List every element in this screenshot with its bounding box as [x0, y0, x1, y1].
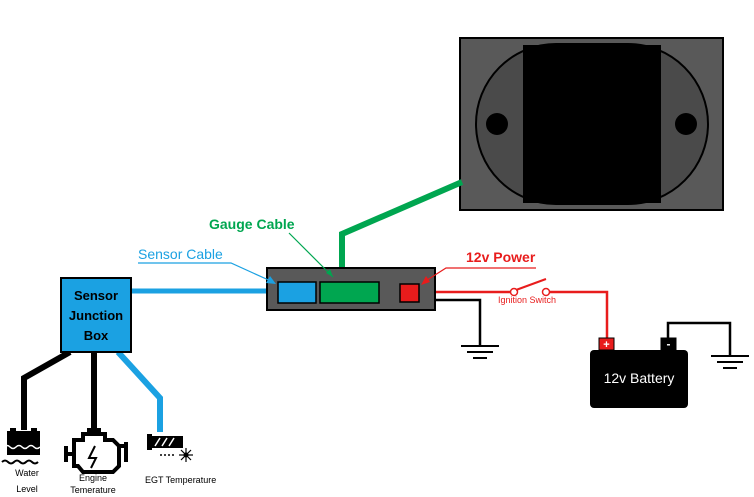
ground-symbol-icon [711, 355, 749, 369]
ground-symbol-icon [461, 345, 499, 359]
egt-label: EGT Temperature [145, 475, 216, 485]
engine-label-line1: Engine [79, 473, 107, 483]
hub-box [266, 267, 436, 311]
sensor-cable-callout [138, 262, 274, 283]
svg-text:Box: Box [84, 328, 109, 343]
sensor-junction-box: Sensor Junction Box [60, 277, 132, 353]
egt-sensor-wire [115, 349, 163, 432]
battery-label: 12v Battery [604, 370, 675, 386]
gauge-cable-wire [339, 179, 464, 282]
battery-plus-terminal [598, 337, 615, 351]
battery: + - 12v Battery [590, 337, 688, 408]
power-label: 12v Power [466, 249, 536, 265]
sensor-port [277, 281, 317, 304]
gauge-cable-label: Gauge Cable [209, 216, 295, 232]
water-label-line1: Water [15, 468, 39, 478]
battery-minus-terminal [660, 337, 677, 351]
engine-label-line2: Temerature [70, 485, 116, 495]
gauge-display [459, 37, 724, 211]
power-callout [423, 267, 536, 283]
hub-ground-wire [420, 298, 482, 346]
water-level-icon [1, 428, 41, 465]
sensor-cable-label: Sensor Cable [138, 246, 223, 262]
svg-text:Sensor: Sensor [74, 288, 118, 303]
gauge-port [319, 281, 380, 304]
engine-icon [64, 428, 128, 474]
power-port [399, 283, 420, 303]
svg-text:+: + [603, 339, 609, 351]
gauge-cable-callout [288, 232, 334, 278]
power-wire-battery [549, 290, 609, 340]
egt-icon [147, 434, 193, 462]
water-sensor-wire [21, 349, 72, 430]
mount-hole-left [486, 113, 508, 135]
svg-text:-: - [667, 337, 671, 351]
svg-text:Junction: Junction [69, 308, 123, 323]
ignition-switch [509, 278, 551, 297]
mount-hole-right [675, 113, 697, 135]
battery-ground-wire [666, 321, 732, 356]
ignition-switch-label: Ignition Switch [498, 295, 556, 305]
water-label-line2: Level [16, 484, 38, 494]
